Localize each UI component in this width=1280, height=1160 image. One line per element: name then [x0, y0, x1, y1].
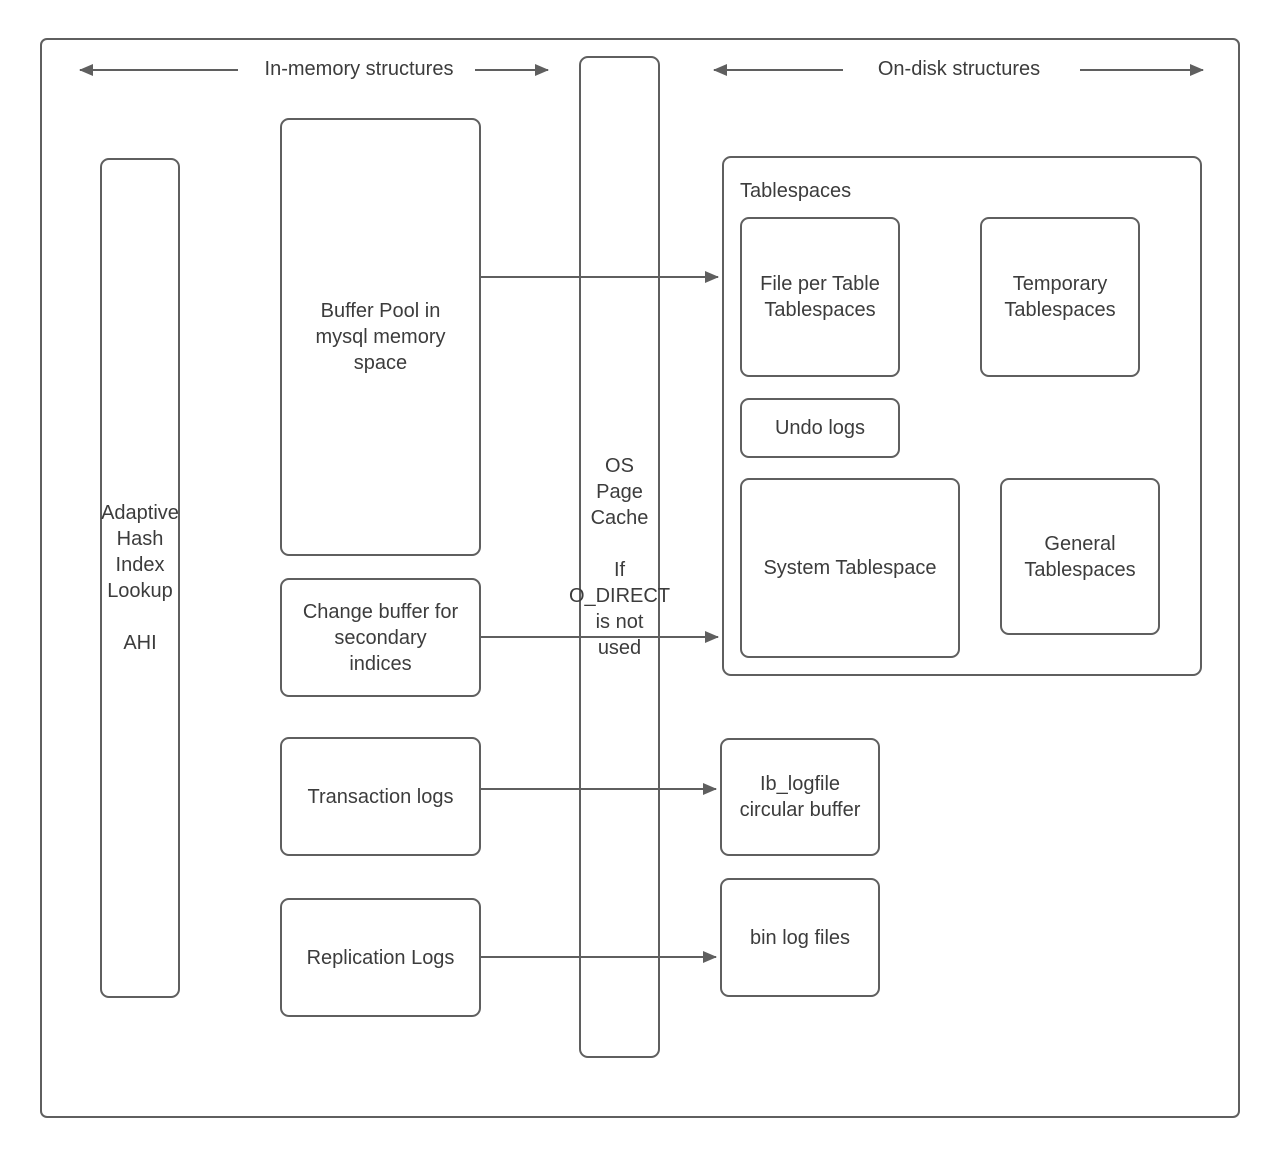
node-temporary-tablespaces-label: Temporary Tablespaces: [1004, 273, 1116, 321]
header-on-disk-structures: On-disk structures: [873, 56, 1045, 82]
node-general-tablespaces-label: General Tablespaces: [1024, 532, 1136, 581]
node-transaction-logs: Transaction logs: [280, 737, 481, 856]
node-general-tablespaces: General Tablespaces: [1000, 478, 1160, 635]
container-tablespaces-label: Tablespaces: [740, 180, 852, 202]
node-replication-logs: Replication Logs: [280, 898, 481, 1017]
header-in-memory-structures: In-memory structures: [260, 56, 458, 82]
node-system-tablespace: System Tablespace: [740, 478, 960, 658]
node-os-page-cache: OS Page Cache If O_DIRECT is not used: [569, 56, 670, 1058]
node-ib-logfile-circular-buffer-label: Ib_logfile circular buffer: [739, 773, 861, 821]
node-temporary-tablespaces: Temporary Tablespaces: [980, 217, 1140, 377]
node-undo-logs: Undo logs: [740, 398, 900, 458]
container-tablespaces: Tablespaces: [722, 156, 1202, 676]
node-adaptive-hash-index-label: Adaptive Hash Index Lookup AHI: [101, 502, 179, 654]
node-system-tablespace-label: System Tablespace: [763, 557, 937, 579]
node-bin-log-files: bin log files: [720, 878, 880, 997]
node-file-per-table-tablespaces: File per Table Tablespaces: [740, 217, 900, 377]
node-buffer-pool: Buffer Pool in mysql memory space: [280, 118, 481, 556]
diagram-outer-frame: [40, 38, 1240, 1118]
node-change-buffer: Change buffer for secondary indices: [280, 578, 481, 697]
node-bin-log-files-label: bin log files: [749, 926, 851, 949]
node-buffer-pool-label: Buffer Pool in mysql memory space: [315, 300, 446, 374]
node-ib-logfile-circular-buffer: Ib_logfile circular buffer: [720, 738, 880, 856]
node-file-per-table-tablespaces-label: File per Table Tablespaces: [760, 273, 880, 321]
node-change-buffer-label: Change buffer for secondary indices: [302, 600, 459, 675]
node-replication-logs-label: Replication Logs: [306, 946, 455, 969]
node-adaptive-hash-index: Adaptive Hash Index Lookup AHI: [100, 158, 180, 998]
node-transaction-logs-label: Transaction logs: [307, 785, 454, 808]
node-undo-logs-label: Undo logs: [774, 417, 866, 439]
node-os-page-cache-label: OS Page Cache If O_DIRECT is not used: [568, 455, 671, 659]
